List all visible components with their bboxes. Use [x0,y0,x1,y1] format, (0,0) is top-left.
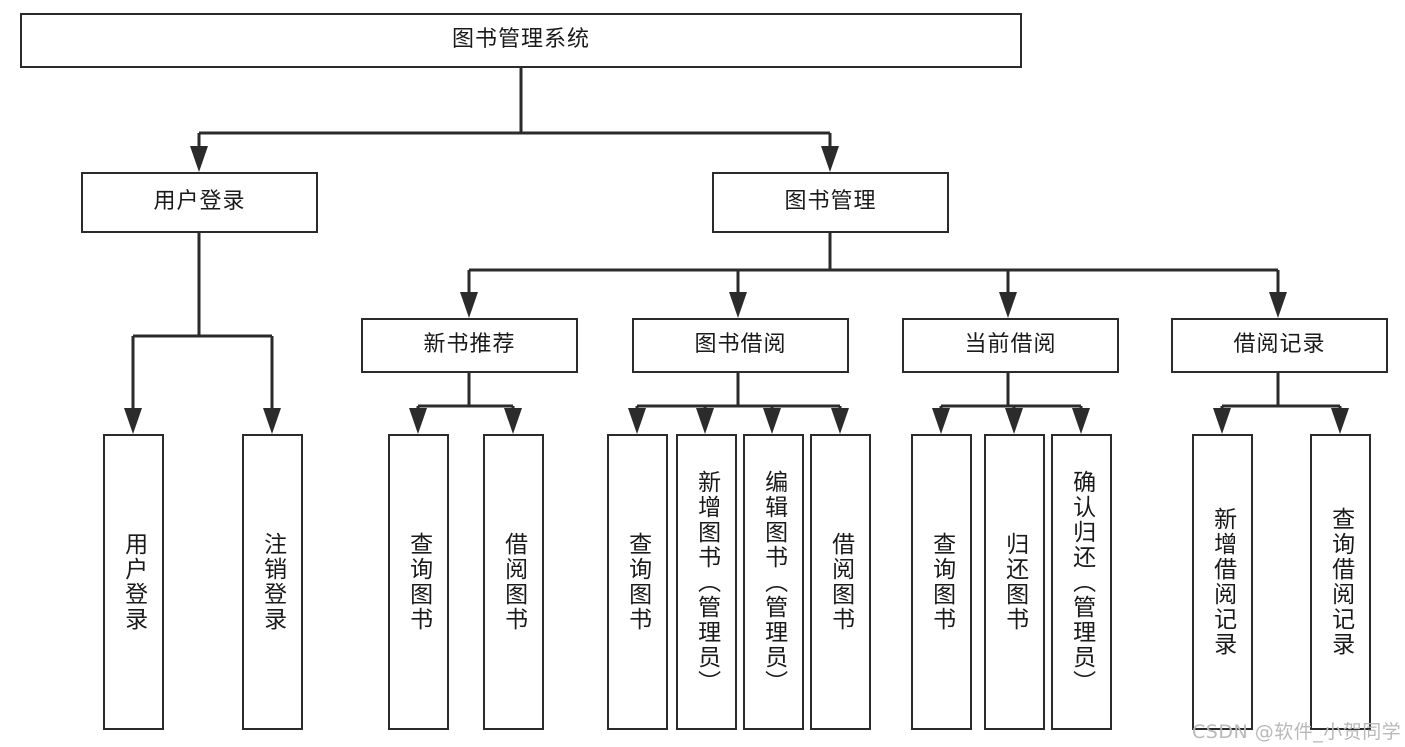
arrowhead-borrow-to-leaves-0 [628,408,646,434]
node-label-new-book-recommend: 新书推荐 [423,332,516,358]
node-label-current-confirm-return-admin: 确认归还（管理员） [1068,469,1095,695]
arrowhead-current-to-leaves-1 [1005,408,1023,434]
node-borrow-borrow-book[interactable]: 借阅图书 [810,434,871,730]
node-label-current-query-book: 查询图书 [928,532,955,632]
arrowhead-record-to-leaves-0 [1213,408,1231,434]
node-borrow-record[interactable]: 借阅记录 [1171,318,1388,373]
arrowhead-user-login-to-leaves-1 [263,408,281,434]
arrowhead-recommend-to-leaves-1 [504,408,522,434]
node-user-login-login[interactable]: 用户登录 [103,434,164,730]
node-label-borrow-borrow-book: 借阅图书 [827,532,854,632]
node-book-borrow[interactable]: 图书借阅 [632,318,849,373]
arrowhead-book-management-to-level3-3 [1269,292,1287,318]
arrowhead-record-to-leaves-1 [1331,408,1349,434]
node-label-borrow-query-book: 查询图书 [624,532,651,632]
arrowhead-root-to-level2-0 [190,146,208,172]
node-label-root: 图书管理系统 [451,27,590,53]
node-recommend-query-book[interactable]: 查询图书 [388,434,449,730]
arrowhead-borrow-to-leaves-1 [696,408,714,434]
arrowhead-borrow-to-leaves-2 [763,408,781,434]
node-label-borrow-add-book-admin: 新增图书（管理员） [693,469,720,695]
node-borrow-add-book-admin[interactable]: 新增图书（管理员） [676,434,737,730]
node-label-book-borrow: 图书借阅 [694,332,787,358]
node-current-confirm-return-admin[interactable]: 确认归还（管理员） [1051,434,1112,730]
node-record-add-record[interactable]: 新增借阅记录 [1192,434,1253,730]
node-current-borrow[interactable]: 当前借阅 [902,318,1119,373]
node-label-borrow-record: 借阅记录 [1233,332,1326,358]
node-current-return-book[interactable]: 归还图书 [984,434,1045,730]
arrowhead-borrow-to-leaves-3 [831,408,849,434]
arrowhead-root-to-level2-1 [821,146,839,172]
arrowhead-book-management-to-level3-0 [460,292,478,318]
watermark-text: CSDN @软件_小贺同学 [1192,721,1402,743]
node-label-current-borrow: 当前借阅 [964,332,1057,358]
node-label-user-login: 用户登录 [153,189,246,215]
node-user-login-logout[interactable]: 注销登录 [242,434,303,730]
node-book-management[interactable]: 图书管理 [712,172,949,233]
node-label-recommend-query-book: 查询图书 [405,532,432,632]
node-label-recommend-borrow-book: 借阅图书 [500,532,527,632]
node-label-record-query-record: 查询借阅记录 [1327,507,1354,657]
node-label-borrow-edit-book-admin: 编辑图书（管理员） [760,469,787,695]
node-recommend-borrow-book[interactable]: 借阅图书 [483,434,544,730]
node-label-user-login-login: 用户登录 [120,532,147,632]
arrowhead-book-management-to-level3-2 [999,292,1017,318]
node-current-query-book[interactable]: 查询图书 [911,434,972,730]
node-borrow-edit-book-admin[interactable]: 编辑图书（管理员） [743,434,804,730]
node-label-current-return-book: 归还图书 [1001,532,1028,632]
node-label-record-add-record: 新增借阅记录 [1209,507,1236,657]
node-borrow-query-book[interactable]: 查询图书 [607,434,668,730]
arrowhead-recommend-to-leaves-0 [409,408,427,434]
node-record-query-record[interactable]: 查询借阅记录 [1310,434,1371,730]
arrowhead-book-management-to-level3-1 [729,292,747,318]
node-label-user-login-logout: 注销登录 [259,532,286,632]
node-root[interactable]: 图书管理系统 [20,13,1022,68]
node-user-login[interactable]: 用户登录 [81,172,318,233]
node-new-book-recommend[interactable]: 新书推荐 [361,318,578,373]
arrowhead-user-login-to-leaves-0 [124,408,142,434]
node-label-book-management: 图书管理 [784,189,877,215]
arrowhead-current-to-leaves-2 [1072,408,1090,434]
arrowhead-current-to-leaves-0 [932,408,950,434]
